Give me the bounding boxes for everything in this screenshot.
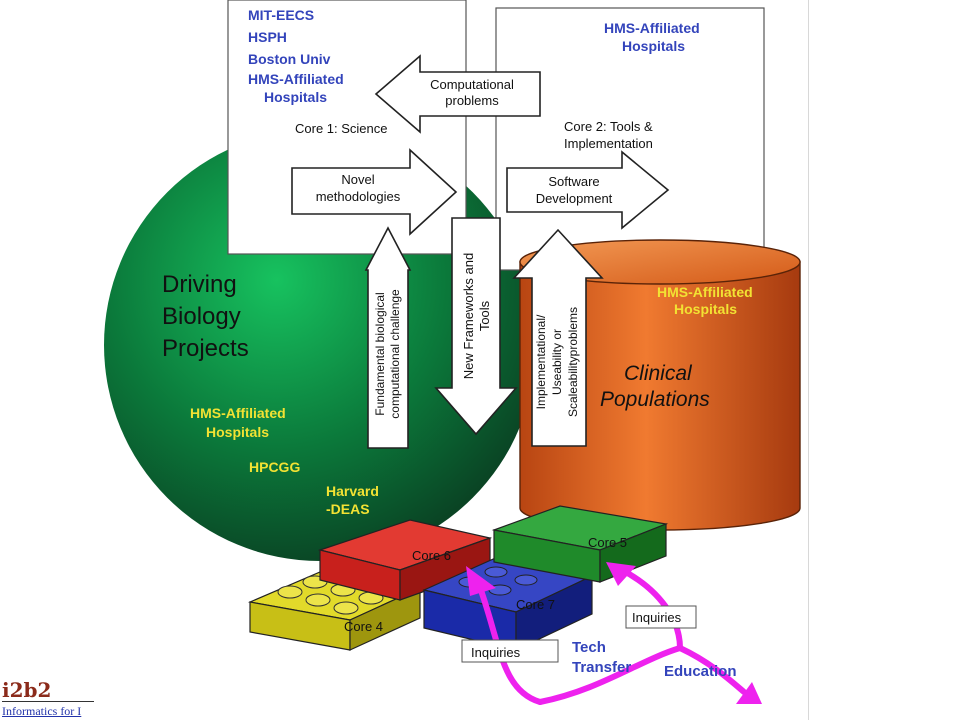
software-development-arrow [506,150,670,230]
fundamental-label-1: Fundamental biological [373,292,387,415]
novel-label-2: methodologies [316,189,401,204]
computational-problems-arrow [374,54,541,134]
fundamental-label-2: computational challenge [388,289,402,419]
driving-site-1: HMS-Affiliated [190,405,286,421]
outreach-arrowhead-education [736,682,762,704]
core2-box [495,7,765,271]
implementational-label-2: Useability or [550,329,564,395]
outreach-arrowhead-core6 [466,566,496,596]
core1-inst-4: HMS-Affiliated [248,71,344,87]
frameworks-label-2: Tools [477,300,492,331]
driving-site-3: HPCGG [249,459,300,475]
education-label: Education [664,663,737,680]
core1-inst-1: MIT-EECS [248,7,314,23]
core1-inst-5: Hospitals [264,89,327,105]
clinical-title-1: Clinical [624,362,693,385]
inquiries-left-box [461,639,559,663]
core6-block [317,519,493,601]
right-panel [808,0,960,720]
core2-title-1: Core 2: Tools & [564,119,653,134]
core1-inst-2: HSPH [248,29,287,45]
frameworks-label-1: New Frameworks and [461,253,476,379]
fundamental-challenge-arrow [364,226,412,449]
driving-site-2: Hospitals [206,424,269,440]
core2-inst-1: HMS-Affiliated [604,20,700,36]
core1-inst-3: Boston Univ [248,51,331,67]
inquiries-right-label: Inquiries [632,610,682,625]
core2-inst-2: Hospitals [622,38,685,54]
core2-title-2: Implementation [564,136,653,151]
clinical-site-1: HMS-Affiliated [657,284,753,300]
novel-methodologies-arrow [291,148,458,236]
driving-title-2: Biology [162,303,241,330]
new-frameworks-arrow [434,217,518,436]
implementational-label-1: Implementational/ [534,314,548,409]
outreach-arrowhead-core5 [606,562,636,586]
core7-label: Core 7 [516,597,555,612]
core5-label: Core 5 [588,535,627,550]
i2b2-logo: i2b2 [2,678,52,702]
clinical-title-2: Populations [600,388,710,411]
tech-transfer-label-2: Transfer [572,659,631,676]
footer-divider [2,701,94,702]
driving-site-4: Harvard [326,483,379,499]
novel-label-1: Novel [341,172,374,187]
driving-title-1: Driving [162,271,237,298]
driving-site-5: -DEAS [326,501,370,517]
software-label-1: Software [548,174,599,189]
core6-label: Core 6 [412,548,451,563]
inquiries-left-label: Inquiries [471,645,521,660]
software-label-2: Development [536,191,613,206]
computational-label-2: problems [445,93,499,108]
driving-title-3: Projects [162,335,249,362]
informatics-link[interactable]: Informatics for I [2,704,82,718]
implementational-arrow [512,228,604,447]
computational-label-1: Computational [430,77,514,92]
core4-label: Core 4 [344,619,383,634]
tech-transfer-label-1: Tech [572,639,606,656]
inquiries-right-box [625,605,697,629]
implementational-label-3: Scaleabilityproblems [566,307,580,417]
core1-title: Core 1: Science [295,121,388,136]
clinical-site-2: Hospitals [674,301,737,317]
